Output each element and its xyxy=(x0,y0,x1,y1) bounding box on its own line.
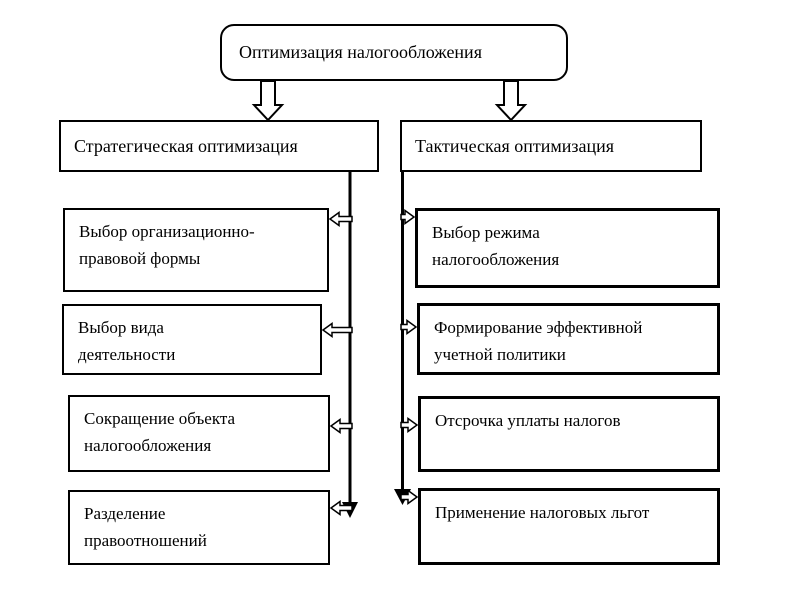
right-outline-arrow-icon xyxy=(400,209,416,225)
down-block-arrow-icon xyxy=(494,80,528,122)
item-box-strategic-4: Разделение правоотношений xyxy=(68,490,330,565)
item-box-tactical-2: Формирование эффективной учетной политик… xyxy=(417,303,720,375)
left-outline-arrow-icon xyxy=(328,211,353,227)
item-label: Отсрочка уплаты налогов xyxy=(435,411,621,430)
branch-header-label: Тактическая оптимизация xyxy=(415,135,615,156)
item-label: Формирование эффективной учетной политик… xyxy=(434,318,643,364)
branch-header-strategic: Стратегическая оптимизация xyxy=(59,120,379,172)
item-label: Сокращение объекта налогообложения xyxy=(84,409,236,455)
item-box-strategic-1: Выбор организационно- правовой формы xyxy=(63,208,329,292)
item-box-strategic-3: Сокращение объекта налогообложения xyxy=(68,395,330,472)
right-outline-arrow-icon xyxy=(400,417,419,433)
item-box-tactical-3: Отсрочка уплаты налогов xyxy=(418,396,720,472)
diagram-title-box: Оптимизация налогообложения xyxy=(220,24,568,81)
diagram-title: Оптимизация налогообложения xyxy=(239,42,482,62)
solid-down-arrowhead-icon xyxy=(342,502,358,518)
right-outline-arrow-icon xyxy=(400,489,419,505)
item-box-tactical-1: Выбор режима налогообложения xyxy=(415,208,720,288)
item-label: Выбор режима налогообложения xyxy=(432,223,560,269)
down-block-arrow-icon xyxy=(251,80,285,122)
branch-header-label: Стратегическая оптимизация xyxy=(74,135,298,156)
left-outline-arrow-icon xyxy=(321,322,353,338)
solid-down-arrowhead-icon xyxy=(394,489,411,505)
item-label: Разделение правоотношений xyxy=(84,504,207,550)
right-outline-arrow-icon xyxy=(400,319,418,335)
item-box-tactical-4: Применение налоговых льгот xyxy=(418,488,720,565)
left-outline-arrow-icon xyxy=(329,418,353,434)
item-box-strategic-2: Выбор вида деятельности xyxy=(62,304,322,375)
branch-header-tactical: Тактическая оптимизация xyxy=(400,120,702,172)
item-label: Выбор организационно- правовой формы xyxy=(79,222,255,268)
item-label: Выбор вида деятельности xyxy=(78,318,176,364)
item-label: Применение налоговых льгот xyxy=(435,503,650,522)
left-outline-arrow-icon xyxy=(329,500,353,516)
